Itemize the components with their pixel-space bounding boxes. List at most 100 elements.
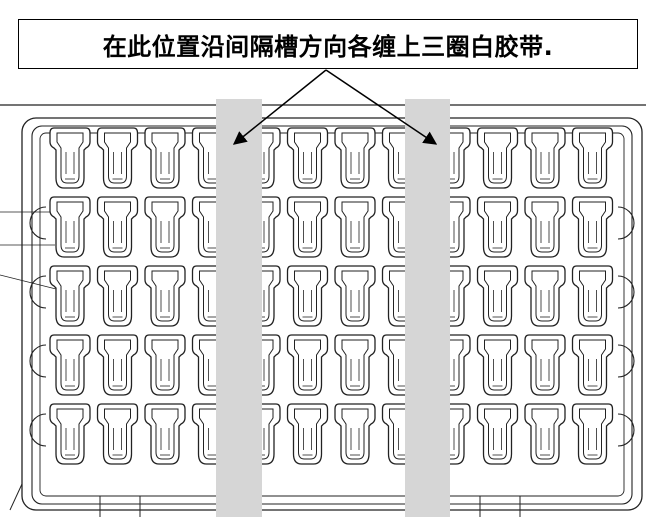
cavity-rib-lines: [350, 428, 360, 450]
cavity-outline: [334, 196, 376, 258]
cavity-rib-lines: [160, 428, 170, 450]
cavity-cell: [144, 196, 186, 258]
cavity-cell: [96, 403, 139, 465]
cavity-cell: [286, 334, 329, 396]
side-bump-right: [617, 413, 635, 447]
cavity-outline: [49, 127, 91, 189]
cavity-outline: [571, 403, 614, 465]
cavity-outline: [571, 265, 614, 327]
side-bump-left: [29, 206, 47, 240]
cavity-inner-wall: [341, 408, 369, 460]
cavity-outline: [49, 403, 91, 465]
cavity-cell: [524, 265, 566, 327]
cavity-cell: [49, 265, 91, 327]
cavity-inner-wall: [579, 270, 606, 322]
cavity-inner-wall: [56, 132, 84, 184]
frame-floor: [39, 132, 625, 497]
cavity-outline: [144, 265, 186, 327]
cavity-inner-wall: [104, 132, 131, 184]
cavity-rib-lines: [303, 290, 312, 312]
cavity-cell: [96, 196, 139, 258]
cavity-rib-lines: [493, 428, 502, 450]
cavity-cell: [571, 403, 614, 465]
cavity-cell: [144, 265, 186, 327]
cavity-inner-wall: [294, 408, 321, 460]
cavity-cell: [476, 334, 519, 396]
cavity-cell: [96, 334, 139, 396]
side-bump-right: [617, 275, 635, 309]
cavity-inner-wall: [579, 201, 606, 253]
cavity-rib-lines: [540, 221, 550, 243]
cavity-rib-lines: [350, 359, 360, 381]
cavity-inner-wall: [341, 270, 369, 322]
cavity-rib-lines: [303, 221, 312, 243]
cavity-outline: [476, 127, 519, 189]
cavity-inner-wall: [104, 201, 131, 253]
side-bump-right: [617, 344, 635, 378]
frame-outer-rim: [21, 117, 643, 511]
cavity-outline: [49, 334, 91, 396]
cavity-outline: [144, 127, 186, 189]
side-bump-left: [29, 275, 47, 309]
cavity-cell: [96, 127, 139, 189]
frame-inner-rim: [31, 125, 633, 505]
cavity-outline: [286, 334, 329, 396]
cavity-cell: [286, 196, 329, 258]
cavity-inner-wall: [484, 132, 511, 184]
cavity-inner-wall: [484, 339, 511, 391]
cavity-rib-lines: [350, 290, 360, 312]
frame-corner-line: [9, 483, 23, 511]
cavity-outline: [144, 196, 186, 258]
arrow-to-strip-2: [325, 69, 438, 145]
cavity-inner-wall: [579, 408, 606, 460]
cavity-outline: [144, 334, 186, 396]
cavity-inner-wall: [341, 201, 369, 253]
cavity-outline: [96, 334, 139, 396]
frame-foot-lines: [99, 496, 521, 517]
cavity-outline: [524, 196, 566, 258]
cavity-cell: [96, 265, 139, 327]
cavity-cell: [571, 334, 614, 396]
cavity-rib-lines: [160, 152, 170, 174]
cavity-cell: [476, 265, 519, 327]
cavity-outline: [334, 403, 376, 465]
cavity-outline: [524, 334, 566, 396]
cavity-inner-wall: [56, 270, 84, 322]
cavity-rib-lines: [160, 290, 170, 312]
cavity-inner-wall: [294, 339, 321, 391]
cavity-cell: [334, 196, 376, 258]
cavity-outline: [286, 196, 329, 258]
cavity-inner-wall: [151, 339, 179, 391]
cavity-rib-lines: [160, 359, 170, 381]
cavity-rib-lines: [113, 359, 122, 381]
cavity-inner-wall: [151, 132, 179, 184]
cavity-inner-wall: [151, 201, 179, 253]
cavity-cell: [524, 127, 566, 189]
cavity-rib-lines: [65, 290, 75, 312]
cavity-outline: [96, 403, 139, 465]
cavity-inner-wall: [294, 270, 321, 322]
cavity-inner-wall: [104, 270, 131, 322]
cavity-rib-lines: [588, 428, 597, 450]
cavity-inner-wall: [531, 201, 559, 253]
cavity-outline: [571, 196, 614, 258]
cavity-rib-lines: [65, 152, 75, 174]
cavity-rib-lines: [493, 221, 502, 243]
cavity-cell: [49, 196, 91, 258]
pointer-arrows: [232, 69, 438, 145]
cavity-outline: [476, 196, 519, 258]
cavity-inner-wall: [531, 408, 559, 460]
side-bump-right: [617, 206, 635, 240]
cavity-rib-lines: [540, 152, 550, 174]
cavity-inner-wall: [484, 408, 511, 460]
cavity-rib-lines: [113, 290, 122, 312]
cavity-cell: [334, 265, 376, 327]
cavity-cell: [476, 196, 519, 258]
cavity-outline: [476, 265, 519, 327]
cavity-rib-lines: [493, 152, 502, 174]
cavity-outline: [334, 334, 376, 396]
cavity-inner-wall: [341, 132, 369, 184]
cavity-outline: [476, 334, 519, 396]
